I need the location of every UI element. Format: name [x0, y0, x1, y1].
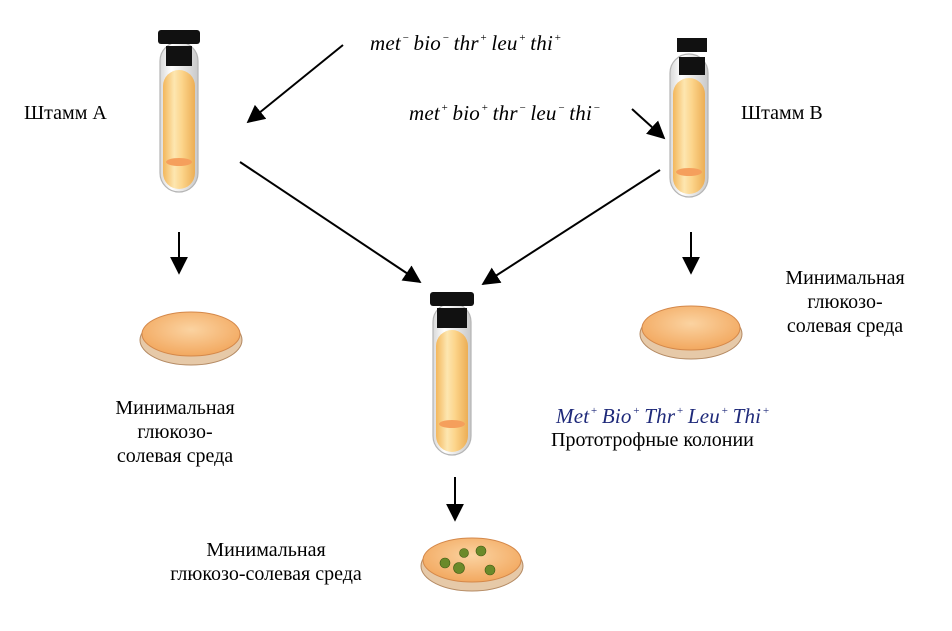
colony	[484, 564, 496, 576]
arrow-genotype-a-to-tube	[246, 44, 344, 124]
genotype-prototroph: Met+Bio+Thr+Leu+Thi+	[556, 404, 770, 428]
label-strain-a: Штамм А	[24, 102, 107, 124]
label-medium-right: Минимальная глюкозо- солевая среда	[785, 267, 905, 337]
petri-dish-right	[639, 305, 743, 360]
sediment	[439, 420, 465, 428]
petri-dish-left	[139, 311, 243, 366]
label-strain-b: Штамм В	[741, 102, 823, 124]
colony	[453, 562, 465, 574]
colony	[439, 557, 451, 569]
label-prototroph-colonies: Прототрофные колонии	[551, 429, 754, 451]
petri-dish-colonies	[420, 537, 524, 592]
arrow-tube-b-to-mix	[481, 169, 661, 285]
tube-strain-a	[158, 30, 200, 193]
genotype-strain-b: met+bio+thr−leu−thi−	[409, 101, 601, 125]
sediment	[676, 168, 702, 176]
colony	[459, 548, 469, 558]
label-medium-bottom: Минимальная глюкозо-солевая среда	[170, 539, 362, 585]
arrow-tube-a-to-mix	[239, 161, 422, 283]
arrow-genotype-b-to-tube	[631, 108, 666, 140]
genotype-strain-a: met−bio−thr+leu+thi+	[370, 31, 562, 55]
tube-mixed	[430, 292, 474, 456]
tube-strain-b	[669, 38, 709, 198]
sediment	[166, 158, 192, 166]
colony	[475, 545, 487, 557]
label-medium-left: Минимальная глюкозо- солевая среда	[115, 397, 235, 467]
